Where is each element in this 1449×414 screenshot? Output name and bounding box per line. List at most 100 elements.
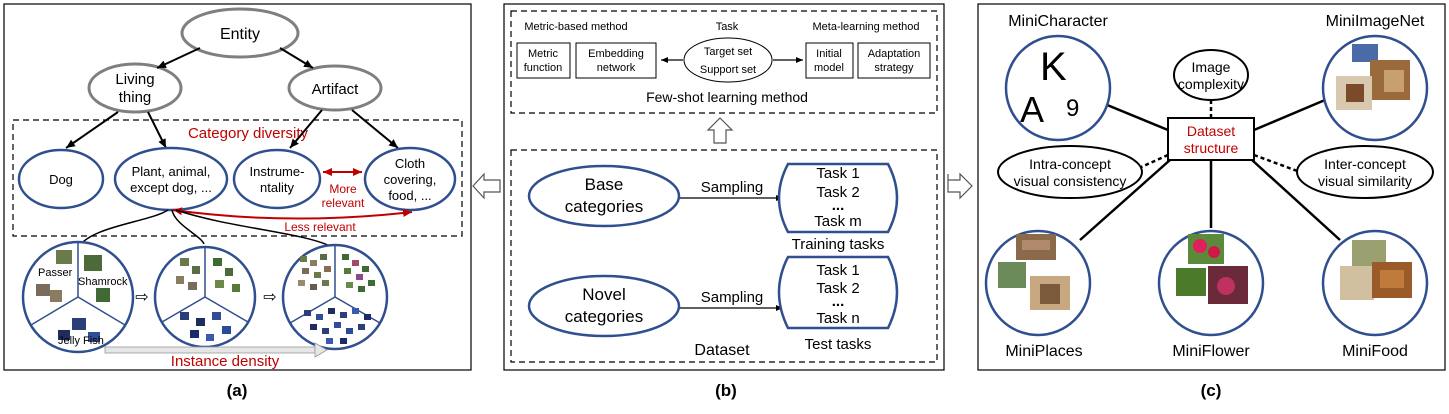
minifood-photo-2 <box>1340 266 1374 300</box>
miniplaces-photo-2 <box>998 262 1026 288</box>
novel-categories-label-2: categories <box>565 307 643 326</box>
dog-label: Dog <box>49 172 73 187</box>
miniplaces-photo-3b <box>1040 284 1060 304</box>
initial-model-label-2: model <box>814 62 844 74</box>
train-task2-label: Task 2 <box>816 184 859 201</box>
dataset-box <box>510 149 938 363</box>
char-k-glyph: K <box>1040 45 1067 89</box>
category-diversity-box <box>12 119 463 237</box>
test-tasks-label: Test tasks <box>805 336 872 353</box>
passer-label: Passer <box>38 267 73 279</box>
connector-to-circle-3 <box>175 209 331 247</box>
plant-animal-label-1: Plant, animal, <box>132 164 211 179</box>
task-ellipse <box>683 37 773 83</box>
embedding-network-box <box>575 42 657 79</box>
more-relevant-label-1: More <box>329 182 357 196</box>
caption-c: (c) <box>1201 381 1222 400</box>
novel-categories-label-1: Novel <box>582 285 625 304</box>
entity-label: Entity <box>220 26 260 43</box>
miniimagenet-photo-3 <box>1384 70 1404 92</box>
caption-b: (b) <box>715 381 737 400</box>
initial-model-box <box>805 42 854 79</box>
test-dots-label: ... <box>832 293 845 310</box>
miniflower-label: MiniFlower <box>1172 343 1250 360</box>
arrow-up-icon <box>706 117 734 144</box>
sampling-label-1: Sampling <box>701 179 764 196</box>
artifact-label: Artifact <box>312 81 360 98</box>
cloth-label-3: food, ... <box>388 188 431 203</box>
artifact-node <box>287 64 383 112</box>
adaptation-strategy-label-2: strategy <box>874 62 914 74</box>
embedding-network-label-1: Embedding <box>588 48 644 60</box>
density-arrow-2-icon: ⇨ <box>263 289 276 306</box>
plant-animal-node <box>113 146 229 212</box>
miniplaces-photo-1b <box>1022 240 1050 250</box>
living-thing-node <box>87 62 183 114</box>
metric-function-label-2: function <box>524 62 563 74</box>
intra-concept-label-2: visual consistency <box>1014 173 1127 189</box>
link-minifood <box>1251 159 1341 241</box>
embedding-network-label-2: network <box>597 62 636 74</box>
dataset-structure-label-1: Dataset <box>1187 123 1235 139</box>
miniimagenet-photo-5 <box>1346 84 1364 102</box>
plant-animal-label-2: except dog, ... <box>130 180 212 195</box>
panel-b: Metric-based method Task Meta-learning m… <box>503 3 945 400</box>
edge-artifact-cloth <box>351 109 399 149</box>
minifood-photo-1 <box>1352 240 1386 266</box>
minifood-label: MiniFood <box>1342 343 1408 360</box>
image-complexity-label-1: Image <box>1192 59 1231 75</box>
metric-function-label-1: Metric <box>528 48 558 60</box>
miniflower-petal-3 <box>1217 277 1235 295</box>
train-task1-label: Task 1 <box>816 165 859 182</box>
edge-living-plant <box>147 111 167 149</box>
entity-node <box>180 7 300 59</box>
dataset-structure-label-2: structure <box>1184 140 1239 156</box>
char-9-glyph: 9 <box>1066 95 1079 122</box>
base-categories-label-2: categories <box>565 197 643 216</box>
task-header-label: Task <box>716 21 739 33</box>
metric-function-box <box>516 42 571 79</box>
instrumentality-node <box>232 148 322 210</box>
edge-entity-living <box>156 47 201 69</box>
link-miniplaces <box>1079 159 1171 241</box>
less-relevant-label: Less relevant <box>284 220 356 234</box>
minicharacter-circle <box>1004 34 1112 142</box>
inter-concept-label-1: Inter-concept <box>1324 156 1406 172</box>
test-taskn-label: Task n <box>816 310 859 327</box>
novel-categories-node <box>527 274 681 338</box>
category-diversity-label: Category diversity <box>188 125 309 142</box>
instance-circle-medium <box>153 245 257 349</box>
dog-node <box>17 148 105 210</box>
image-complexity-label-2: complexity <box>1178 76 1244 92</box>
edge-entity-artifact <box>279 47 314 69</box>
instance-circle-sparse: Passer Shamrock Jelly Fish <box>21 240 135 354</box>
arrow-b-to-a-icon <box>472 172 501 200</box>
dataset-structure-node <box>1167 117 1255 161</box>
instrumentality-label-2: ntality <box>260 180 294 195</box>
adaptation-strategy-label-1: Adaptation <box>868 48 921 60</box>
intra-concept-label-1: Intra-concept <box>1029 156 1111 172</box>
instrumentality-label-1: Instrume- <box>250 164 305 179</box>
caption-a: (a) <box>227 381 248 400</box>
test-task1-label: Task 1 <box>816 262 859 279</box>
edge-artifact-instrument <box>289 109 323 149</box>
image-complexity-node <box>1173 49 1249 101</box>
link-inter-concept <box>1253 153 1301 174</box>
miniplaces-label: MiniPlaces <box>1005 343 1082 360</box>
living-thing-label-1: Living <box>115 71 154 88</box>
jellyfish-label: Jelly Fish <box>58 335 104 347</box>
metric-method-label: Metric-based method <box>524 21 627 33</box>
test-tasks-cylinder <box>777 255 899 330</box>
link-miniimagenet <box>1253 98 1326 132</box>
sampling-label-2: Sampling <box>701 289 764 306</box>
training-tasks-cylinder <box>777 162 899 234</box>
panel-c: MiniCharacter MiniImageNet K A 9 Image c… <box>977 3 1446 400</box>
living-thing-label-2: thing <box>119 89 152 106</box>
support-set-label: Support set <box>700 64 756 76</box>
fewshot-label: Few-shot learning method <box>646 89 808 105</box>
method-box <box>510 10 938 114</box>
base-categories-label-1: Base <box>585 175 624 194</box>
train-taskm-label: Task m <box>814 213 862 230</box>
connector-to-circle-2 <box>171 209 205 245</box>
